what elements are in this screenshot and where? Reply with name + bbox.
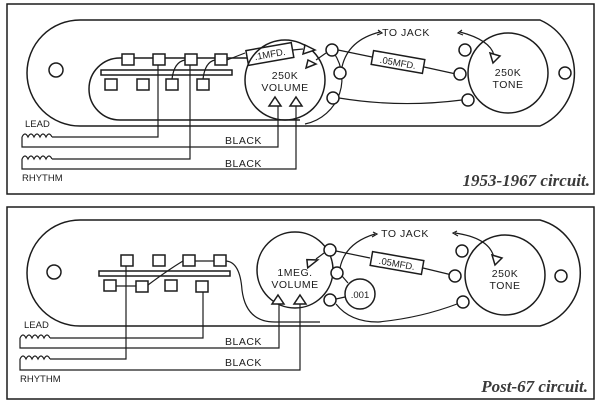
tone-pot-label: TONE [493,79,524,91]
pot-terminal-arrow [288,95,304,107]
pot-terminal-arrow [270,293,286,305]
switch-lug [213,254,227,267]
capacitor-01mfd: .1MFD. [245,41,295,67]
switch-lug [164,279,178,292]
volume-lug [333,66,347,80]
jack-wire [341,31,381,68]
mounting-hole-left [48,62,64,78]
switch-lug [165,78,179,91]
capacitor-label: .1MFD. [254,47,287,63]
tone-lug [455,244,469,258]
volume-lug [330,266,344,280]
jack-wire [339,233,376,269]
tone-lug [456,295,470,309]
black-wire-label: BLACK [225,135,262,147]
tone-pot-value: 250K [492,268,519,280]
switch-lug [195,280,209,293]
volume-lug [323,293,337,307]
selector-switch-lugs [104,53,228,91]
pot-terminal-arrow [306,258,320,270]
lead-pickup-label: LEAD [25,119,50,130]
capacitor-05mfd: .05MFD. [369,250,425,276]
volume-lug [323,243,337,257]
black-wire-label: BLACK [225,357,262,369]
volume-pot-label: VOLUME [261,82,308,94]
mounting-hole-left [46,264,62,280]
to-jack-label: TO JACK [381,228,429,240]
switch-lug [120,254,134,267]
switch-lug [214,53,228,66]
switch-lever [100,69,233,76]
pot-terminal-arrow [292,293,308,305]
control-plate [26,19,576,127]
switch-lug [103,279,117,292]
to-jack-label: TO JACK [382,27,430,39]
volume-pot-label: VOLUME [271,279,318,291]
capacitor-05mfd: .05MFD. [370,49,426,75]
black-wire-label: BLACK [225,158,262,170]
switch-plate-outline [88,57,300,121]
rhythm-pickup-coil [19,355,51,361]
tone-lug [448,269,462,283]
lead-pickup-label: LEAD [24,320,49,331]
switch-lug [182,254,196,267]
tone-pot [464,234,546,316]
rhythm-pickup-label: RHYTHM [20,374,61,385]
volume-pot-value: 1MEG. [277,267,312,279]
switch-lug [152,254,166,267]
switch-lug [135,280,149,293]
lead-pickup-coil [21,133,53,139]
volume-pot [244,39,326,121]
tone-lug [458,43,472,57]
tone-pot-value: 250K [495,67,522,79]
rhythm-pickup-label: RHYTHM [22,173,63,184]
switch-lug [121,53,135,66]
pot-terminal-arrow [267,95,283,107]
tone-lug [453,67,467,81]
black-wire-label: BLACK [225,336,262,348]
lead-pickup-coil [19,334,51,340]
volume-lug [325,43,339,57]
panel-post-67: 1MEG. VOLUME .001 .05MFD. TO JACK 250K T… [6,206,595,400]
switch-lug [184,53,198,66]
mounting-hole-right [558,66,572,80]
pot-terminal-arrow [304,58,318,70]
panel-frame [6,3,595,195]
panel-frame [6,206,595,400]
switch-lever [98,270,231,277]
volume-pot-value: 250K [272,70,299,82]
capacitor-001 [344,278,376,310]
switch-lug [152,53,166,66]
mounting-hole-right [554,269,568,283]
panel-1953-1967: .1MFD. 250K VOLUME .05MFD. TO JACK [6,3,595,195]
selector-switch-lugs [103,254,227,293]
tone-lug [461,93,475,107]
control-plate [26,219,582,327]
switch-lug [104,78,118,91]
capacitor-label: .001 [351,290,370,301]
switch-lug [136,78,150,91]
rhythm-pickup-coil [21,155,53,161]
switch-lug [196,78,210,91]
circuit-caption: 1953-1967 circuit. [463,171,591,190]
pot-terminal-arrow [488,51,502,65]
circuit-caption: Post-67 circuit. [480,377,588,396]
tone-pot [467,32,549,114]
tone-pot-label: TONE [490,280,521,292]
pot-terminal-arrow [301,43,317,56]
pot-terminal-arrow [490,253,504,267]
volume-lug [326,91,340,105]
